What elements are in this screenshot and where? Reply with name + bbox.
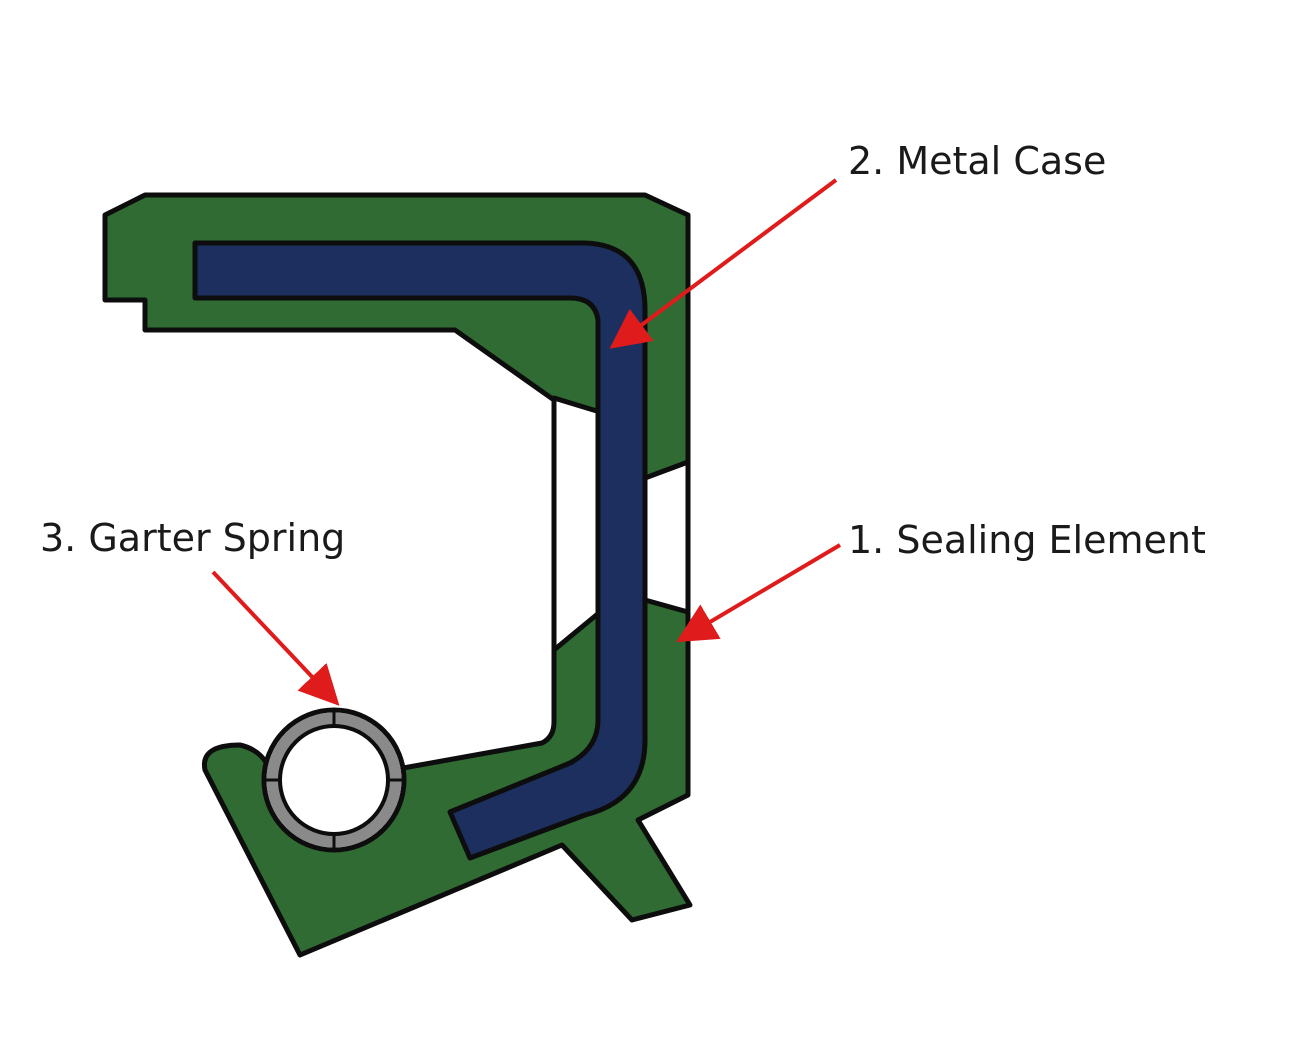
label-metal-case: 2. Metal Case <box>848 139 1106 183</box>
arrow-metal-case <box>609 178 838 349</box>
sealing-element-body <box>102 192 693 958</box>
arrow-garter-spring <box>211 570 340 706</box>
arrow-sealing-element <box>676 543 842 643</box>
metal-case <box>192 240 648 861</box>
garter-spring-inner <box>278 724 390 836</box>
label-sealing-element: 1. Sealing Element <box>848 518 1206 562</box>
garter-spring-ticks <box>266 712 402 848</box>
label-garter-spring: 3. Garter Spring <box>40 516 345 560</box>
